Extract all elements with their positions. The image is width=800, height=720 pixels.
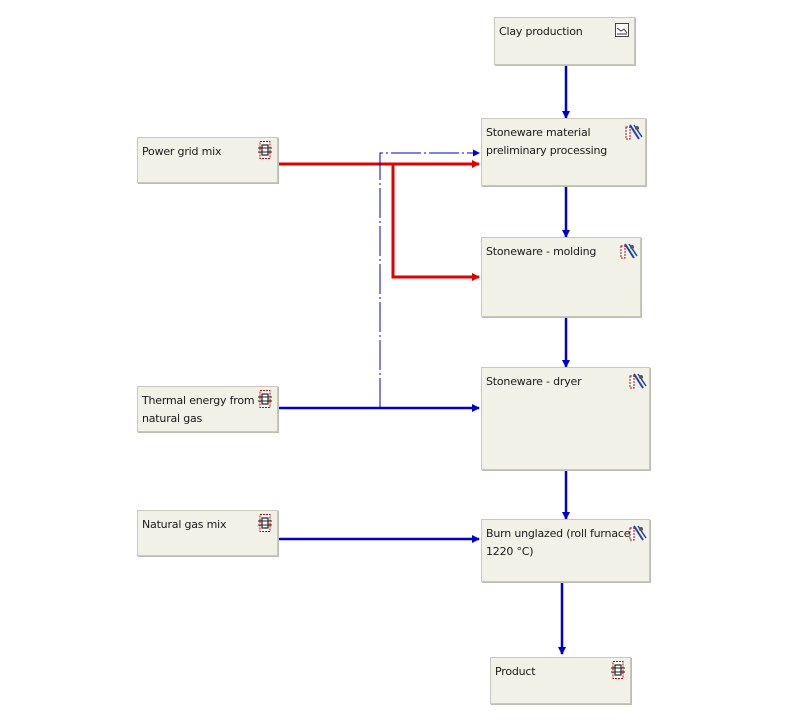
node-label: Clay production: [499, 25, 583, 38]
node-stoneware-molding[interactable]: Stoneware - molding: [481, 237, 641, 317]
process-icon: [629, 371, 647, 391]
node-thermal-energy-natural-gas[interactable]: Thermal energy from natural gas: [137, 386, 278, 432]
plan-icon: [614, 22, 632, 42]
node-power-grid-mix[interactable]: Power grid mix: [137, 137, 278, 183]
node-stoneware-preliminary-processing[interactable]: Stoneware material preliminary processin…: [481, 118, 646, 186]
node-label: Stoneware material preliminary processin…: [486, 126, 608, 157]
node-label: Product: [495, 665, 536, 678]
grid-process-icon: [257, 140, 275, 160]
node-label: Thermal energy from natural gas: [142, 394, 255, 425]
link-thermal-to-preliminary-thin[interactable]: [379, 149, 480, 408]
node-label: Stoneware - dryer: [486, 375, 582, 388]
node-natural-gas-mix[interactable]: Natural gas mix: [137, 510, 278, 556]
grid-process-icon: [610, 660, 628, 680]
node-label: Natural gas mix: [142, 518, 227, 531]
node-burn-unglazed[interactable]: Burn unglazed (roll furnace, 1220 °C): [481, 519, 650, 582]
node-clay-production[interactable]: Clay production: [494, 17, 635, 65]
process-icon: [629, 523, 647, 543]
node-label: Stoneware - molding: [486, 245, 597, 258]
node-label: Power grid mix: [142, 145, 222, 158]
grid-process-icon: [257, 389, 275, 409]
node-product[interactable]: Product: [490, 657, 631, 704]
grid-process-icon: [257, 513, 275, 533]
node-label: Burn unglazed (roll furnace, 1220 °C): [486, 527, 634, 558]
process-icon: [625, 122, 643, 142]
process-icon: [620, 241, 638, 261]
link-power-to-molding[interactable]: [391, 164, 480, 281]
node-stoneware-dryer[interactable]: Stoneware - dryer: [481, 367, 650, 470]
